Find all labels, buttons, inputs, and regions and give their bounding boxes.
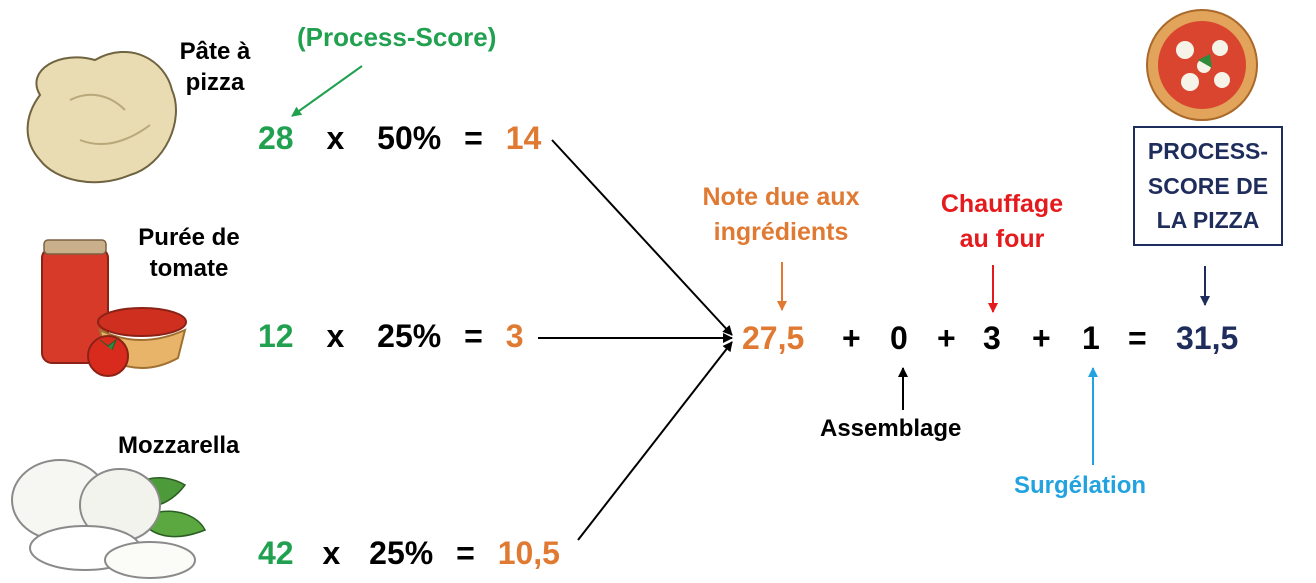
oven-label-line1: Chauffage	[940, 190, 1064, 218]
equals-sign: =	[456, 535, 475, 571]
final-box-line2: SCORE DE	[1147, 172, 1269, 199]
ingredient-label-mozzarella: Mozzarella	[118, 430, 239, 461]
ingredient-score: 42	[258, 535, 294, 571]
assembly-label: Assemblage	[820, 415, 962, 442]
oven-label-line2: au four	[959, 225, 1045, 253]
ingredients-note-line2: ingrédients	[713, 218, 849, 246]
equals-sign: =	[464, 318, 483, 354]
ingredient-name-line2: tomate	[149, 255, 229, 283]
ingredient-label-dough: Pâte à pizza	[160, 36, 270, 98]
ingredient-contribution: 10,5	[497, 535, 560, 571]
pizza-dough-image	[26, 50, 177, 184]
equals-sign: =	[464, 120, 483, 156]
ingredients-note-label: Note due aux ingrédients	[676, 180, 886, 250]
pizza-image	[1146, 9, 1258, 121]
ingredient-weight: 25%	[369, 535, 434, 571]
plus-sign: +	[842, 320, 861, 356]
ingredient-score: 28	[258, 120, 294, 156]
connector-line-dough	[551, 139, 733, 336]
ingredients-value: 27,5	[742, 320, 805, 356]
oven-value: 3	[983, 320, 1001, 356]
equation-row-mozzarella: 42 x 25% = 10,5	[258, 535, 560, 572]
ingredient-name-line2: pizza	[185, 69, 245, 97]
final-box-line3: LA PIZZA	[1156, 207, 1260, 233]
process-score-arrow	[291, 65, 363, 117]
plus-sign: +	[1032, 320, 1051, 356]
plus-sign: +	[937, 320, 956, 356]
freezing-value: 1	[1082, 320, 1100, 356]
oven-label: Chauffage au four	[922, 187, 1082, 257]
multiply-sign: x	[326, 318, 345, 354]
multiply-sign: x	[322, 535, 341, 571]
ingredient-name-line1: Pâte à	[179, 38, 251, 65]
equation-row-dough: 28 x 50% = 14	[258, 120, 541, 157]
ingredient-contribution: 14	[505, 120, 542, 156]
ingredient-label-tomato: Purée de tomate	[124, 222, 254, 284]
ingredient-score: 12	[258, 318, 294, 354]
multiply-sign: x	[326, 120, 345, 156]
ingredients-note-line1: Note due aux	[702, 183, 860, 211]
final-score-box: PROCESS- SCORE DE LA PIZZA	[1133, 126, 1283, 246]
equals-sign: =	[1128, 320, 1147, 356]
process-score-label: (Process-Score)	[297, 22, 497, 52]
freezing-label: Surgélation	[1014, 472, 1147, 499]
ingredient-name-line1: Purée de	[138, 224, 240, 251]
mozzarella-image	[11, 459, 207, 579]
tomato-puree-image	[41, 239, 187, 377]
ingredient-weight: 25%	[377, 318, 442, 354]
ingredient-weight: 50%	[377, 120, 442, 156]
assembly-value: 0	[890, 320, 908, 356]
final-box-line1: PROCESS-	[1147, 138, 1269, 164]
final-score-value: 31,5	[1176, 320, 1239, 356]
ingredient-contribution: 3	[505, 318, 524, 354]
ingredient-name-line1: Mozzarella	[118, 432, 240, 459]
connector-line-mozzarella	[577, 341, 733, 541]
equation-row-tomato: 12 x 25% = 3	[258, 318, 523, 355]
